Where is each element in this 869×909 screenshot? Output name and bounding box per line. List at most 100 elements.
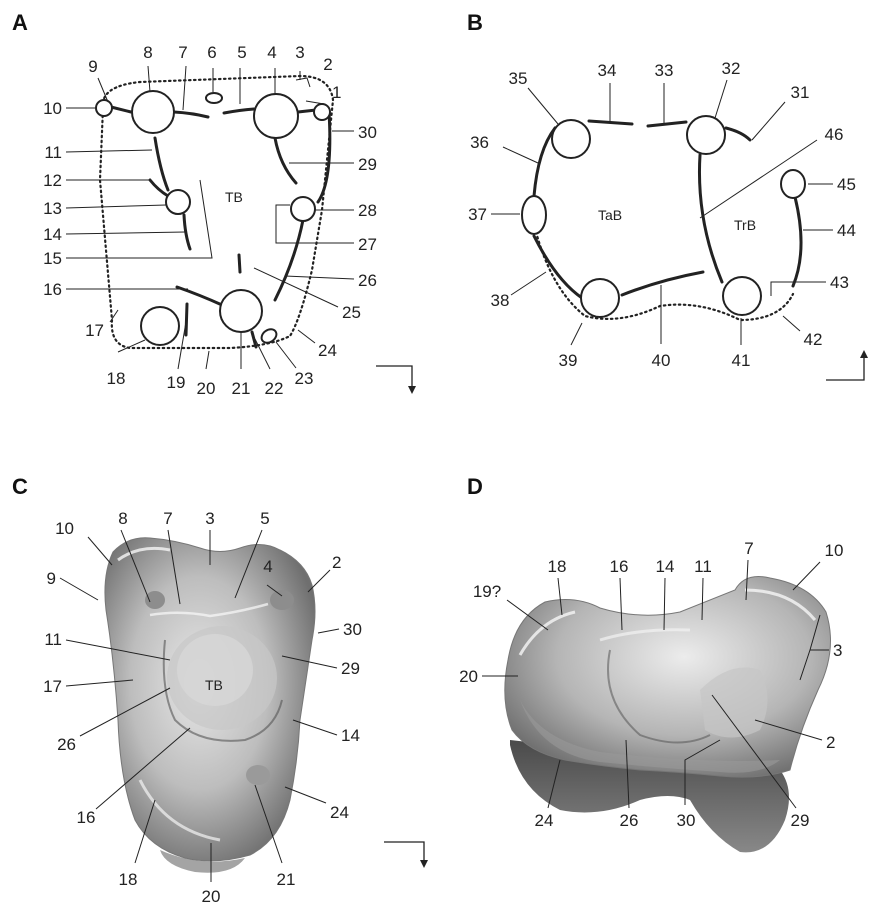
panel-a-orientation-arrow [376,366,412,392]
label-d-2: 2 [826,733,835,752]
panel-a-cusps [96,91,330,346]
label-b-41: 41 [732,351,751,370]
label-a-1: 1 [332,83,341,102]
panel-b-orientation-arrow [826,352,864,380]
cusp-21 [220,290,262,332]
arrowhead-down-icon [408,386,416,394]
label-a-11: 11 [44,143,62,162]
label-b-44: 44 [837,221,856,240]
cusp-10 [96,100,112,116]
label-a-24: 24 [318,341,337,360]
label-b-33: 33 [655,61,674,80]
label-a-15: 15 [43,249,62,268]
label-a-29: 29 [358,155,377,174]
label-a-28: 28 [358,201,377,220]
label-c-2: 2 [332,553,341,572]
cusp-37 [522,196,546,234]
panel-c-basin-label: TB [205,677,223,693]
panel-c-letter: C [12,474,28,499]
label-c-9: 9 [47,569,56,588]
label-a-9: 9 [88,57,97,76]
label-d-19q: 19? [473,582,501,601]
label-c-4: 4 [263,557,272,576]
label-d-24: 24 [535,811,554,830]
label-b-46: 46 [825,125,844,144]
arrowhead-down-icon [420,860,428,868]
label-b-34: 34 [598,61,617,80]
label-a-18: 18 [107,369,126,388]
label-d-11: 11 [694,557,712,576]
label-c-10: 10 [55,519,74,538]
label-c-11: 11 [44,630,62,649]
label-a-22: 22 [265,379,284,398]
label-c-29: 29 [341,659,360,678]
panel-d: D 19? [459,474,843,852]
cusp-1 [314,104,330,120]
label-c-26: 14 [341,726,360,745]
label-b-43: 43 [830,273,849,292]
label-a-10: 10 [43,99,62,118]
label-d-30: 30 [677,811,696,830]
label-b-37: 37 [468,205,487,224]
cusp-28 [291,197,315,221]
panel-d-letter: D [467,474,483,499]
cusp-41 [723,277,761,315]
label-a-12: 12 [43,171,62,190]
label-a-21: 21 [232,379,251,398]
label-c-5: 5 [260,509,269,528]
label-c-17: 17 [43,677,62,696]
cusp-6 [206,93,222,103]
label-b-32: 32 [722,59,741,78]
label-c-3: 3 [205,509,214,528]
panel-b-basin-trigonid: TrB [734,217,756,233]
label-b-31: 31 [791,83,810,102]
label-c-8: 8 [118,509,127,528]
tooth-oblique-render [505,577,831,853]
panel-c: C TB [12,474,428,906]
label-d-3: 3 [833,641,842,660]
label-a-4: 4 [267,43,276,62]
panel-c-orientation-arrow [384,842,424,866]
label-b-45: 45 [837,175,856,194]
label-d-7: 7 [744,539,753,558]
label-c-18: 18 [119,870,138,889]
panel-a: A [12,10,416,398]
label-c-7: 7 [163,509,172,528]
label-d-29: 29 [791,811,810,830]
arrowhead-up-icon [860,350,868,358]
label-b-38: 38 [491,291,510,310]
label-c-30: 30 [343,620,362,639]
label-a-5: 5 [237,43,246,62]
label-a-23: 23 [295,369,314,388]
label-a-13: 13 [43,199,62,218]
label-a-30: 30 [358,123,377,142]
panel-b-letter: B [467,10,483,35]
label-b-36: 36 [470,133,489,152]
panel-b: B TaB TrB [467,10,868,380]
label-b-39: 39 [559,351,578,370]
label-d-10: 10 [825,541,844,560]
label-d-16: 16 [610,557,629,576]
label-a-26: 26 [358,271,377,290]
cusp-8 [132,91,174,133]
label-d-14: 14 [656,557,675,576]
label-b-40: 40 [652,351,671,370]
cusp-32 [687,116,725,154]
label-a-19: 19 [167,373,186,392]
label-d-18: 18 [548,557,567,576]
cusp-45 [781,170,805,198]
label-d-20: 20 [459,667,478,686]
cusp-39 [581,279,619,317]
label-c-21: 21 [277,870,296,889]
label-a-7: 7 [178,43,187,62]
label-c-20: 20 [202,887,221,906]
cusp-13 [166,190,190,214]
label-a-6: 6 [207,43,216,62]
label-a-25: 25 [342,303,361,322]
label-a-17: 17 [85,321,104,340]
cusp-18 [141,307,179,345]
label-a-27: 27 [358,235,377,254]
label-a-3: 3 [295,43,304,62]
label-b-42: 42 [804,330,823,349]
